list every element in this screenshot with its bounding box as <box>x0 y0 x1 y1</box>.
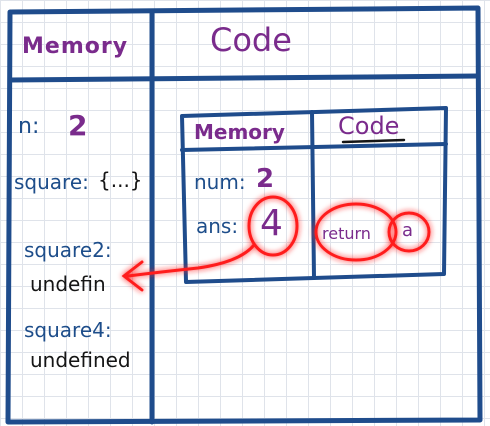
inner-column-divider <box>310 110 316 280</box>
n-value: 2 <box>68 109 88 142</box>
ans-label: ans: <box>196 214 239 238</box>
code-return-text: return <box>322 224 371 243</box>
inner-context-frame <box>180 106 448 284</box>
highlight-annotations <box>121 195 431 292</box>
n-label: n: <box>18 114 40 139</box>
outer-frame-border <box>5 5 483 425</box>
return-arrow-head <box>121 260 144 292</box>
return-circle <box>314 202 398 262</box>
num-value: 2 <box>256 164 275 194</box>
outer-memory-header: Memory <box>22 34 129 59</box>
square-label: square: <box>14 170 89 194</box>
code-return-arg: a <box>402 220 414 241</box>
ans-value: 4 <box>260 203 283 244</box>
inner-code-header: Code <box>338 112 400 140</box>
ans-value-circle <box>247 195 299 257</box>
square4-label: square4: <box>24 318 112 342</box>
return-arrow-line <box>126 243 256 278</box>
outer-frame <box>5 5 483 425</box>
square4-value: undefined <box>30 348 131 372</box>
square2-value: undefin <box>30 272 106 296</box>
outer-header-divider <box>7 73 481 83</box>
inner-frame-border <box>180 106 448 284</box>
square-value: {...} <box>98 168 143 192</box>
square2-label: square2: <box>24 238 112 262</box>
return-arg-circle <box>387 211 431 253</box>
outer-code-header: Code <box>210 21 292 59</box>
code-underline <box>341 138 406 144</box>
inner-memory-header: Memory <box>194 120 285 144</box>
num-label: num: <box>194 170 246 194</box>
